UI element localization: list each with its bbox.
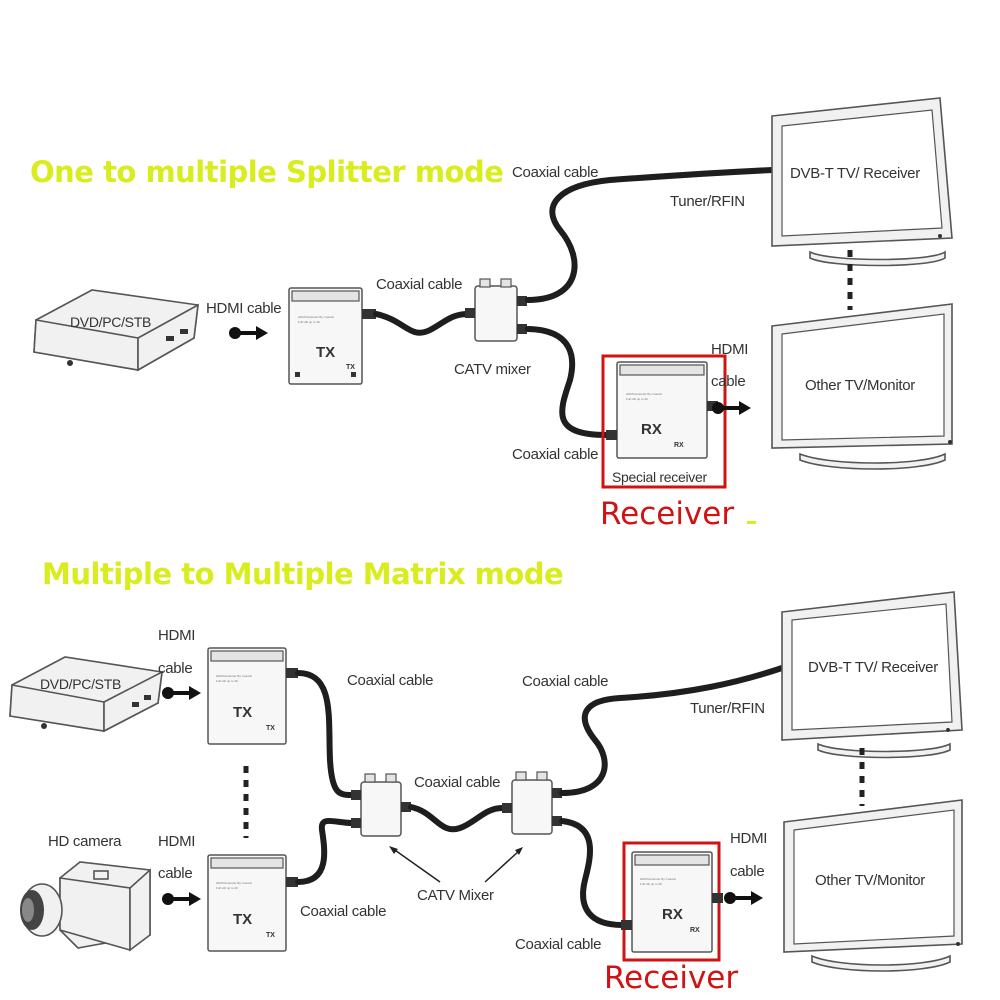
coax-label-3: Coaxial cable	[512, 446, 598, 463]
catv-mixer-1	[351, 773, 411, 837]
source-label: DVD/PC/STB	[70, 314, 151, 330]
special-receiver-label: Special receiver	[612, 469, 707, 485]
svg-text:Full HD up to 4K: Full HD up to 4K	[626, 397, 648, 401]
other-tv-bottom: Other TV/Monitor	[783, 799, 963, 972]
hdmi-cable-label: HDMI cable	[206, 300, 281, 317]
svg-text:Full HD up to 4K: Full HD up to 4K	[216, 886, 238, 890]
tv-1-label-2: DVB-T TV/ Receiver	[808, 659, 938, 676]
rx-label: RX	[641, 421, 662, 438]
hdmi-label-1a: HDMI	[158, 627, 195, 644]
tx-1-label: TX	[233, 704, 252, 721]
hdmi-arrow-icon	[229, 326, 268, 340]
dvd-pc-stb-device-2: DVD/PC/STB	[9, 656, 163, 733]
receiver-label-bottom: Receiver	[604, 960, 738, 996]
tuner-label-2: Tuner/RFIN	[690, 700, 765, 717]
svg-text:HDMI Extender By Coaxial: HDMI Extender By Coaxial	[298, 315, 334, 319]
svg-text:Full HD up to 4K: Full HD up to 4K	[640, 882, 662, 886]
receiver-highlight-box	[601, 354, 727, 489]
hdmi-out-label-2: cable	[711, 373, 745, 390]
tx-1-small-label: TX	[266, 725, 275, 732]
tx-label: TX	[316, 344, 335, 361]
tv-2-label: Other TV/Monitor	[805, 377, 915, 394]
coax-label-b5: Coaxial cable	[515, 936, 601, 953]
tx-2-small-label: TX	[266, 932, 275, 939]
rx-receiver-2: HDMI Extender By Coaxial Full HD up to 4…	[621, 841, 723, 962]
coax-label-b3: Coaxial cable	[414, 774, 500, 791]
hdmi-out-arrow-icon	[712, 401, 751, 415]
matrix-mode-title: Multiple to Multiple Matrix mode	[42, 557, 563, 591]
hdmi-label-1b: cable	[158, 660, 192, 677]
coax-label-b4: Coaxial cable	[522, 673, 608, 690]
dvb-t-tv-top: DVB-T TV/ Receiver	[771, 97, 953, 267]
camera-label: HD camera	[48, 833, 122, 850]
svg-text:HDMI Extender By Coaxial: HDMI Extender By Coaxial	[640, 877, 676, 881]
hdmi-arrow-icon-3	[162, 892, 201, 906]
rx-receiver: HDMI Extender By Coaxial Full HD up to 4…	[601, 354, 727, 489]
tx-transmitter-2: HDMI Extender By Coaxial Full HD up to 4…	[207, 647, 298, 745]
catv-mixer-label: CATV mixer	[454, 361, 531, 378]
rx-small-label: RX	[674, 442, 684, 449]
rx-label-2: RX	[662, 906, 683, 923]
tx-small-label: TX	[346, 364, 355, 371]
hdmi-out-label-b2: cable	[730, 863, 764, 880]
svg-text:Full HD up to 4K: Full HD up to 4K	[298, 320, 320, 324]
hdmi-label-2b: cable	[158, 865, 192, 882]
coax-label-1: Coaxial cable	[376, 276, 462, 293]
dvd-pc-stb-device: DVD/PC/STB	[33, 289, 199, 372]
svg-text:Full HD up to 4K: Full HD up to 4K	[216, 679, 238, 683]
hdmi-label-2a: HDMI	[158, 833, 195, 850]
tx-2-label: TX	[233, 911, 252, 928]
hdmi-out-label-b1: HDMI	[730, 830, 767, 847]
other-tv-top: Other TV/Monitor	[771, 303, 953, 470]
catv-mixer-2	[502, 771, 562, 835]
hdmi-arrow-icon-2	[162, 686, 201, 700]
rx-small-label-2: RX	[690, 927, 700, 934]
hdmi-out-label-1: HDMI	[711, 341, 748, 358]
tx-transmitter-3: HDMI Extender By Coaxial Full HD up to 4…	[207, 854, 298, 952]
svg-text:HDMI Extender By Coaxial: HDMI Extender By Coaxial	[626, 392, 662, 396]
hd-camera-device: HD camera	[20, 833, 151, 952]
catv-mixer	[465, 278, 527, 342]
dvb-t-tv-bottom: DVB-T TV/ Receiver	[781, 591, 963, 759]
coax-label-b1: Coaxial cable	[347, 672, 433, 689]
tx-transmitter: HDMI Extender By Coaxial Full HD up to 4…	[288, 287, 376, 385]
mixer-pointer-arrows	[389, 846, 523, 883]
hdmi-out-arrow-icon-2	[724, 891, 763, 905]
receiver-label-top: Receiver	[600, 496, 734, 532]
tv-2-label-2: Other TV/Monitor	[815, 872, 925, 889]
source-label-2: DVD/PC/STB	[40, 676, 121, 692]
coax-label-b2: Coaxial cable	[300, 903, 386, 920]
svg-text:HDMI Extender By Coaxial: HDMI Extender By Coaxial	[216, 674, 252, 678]
svg-text:HDMI Extender By Coaxial: HDMI Extender By Coaxial	[216, 881, 252, 885]
coax-label-2: Coaxial cable	[512, 164, 598, 181]
catv-mixer-label-2: CATV Mixer	[417, 887, 494, 904]
tuner-label: Tuner/RFIN	[670, 193, 745, 210]
tv-1-label: DVB-T TV/ Receiver	[790, 165, 920, 182]
splitter-mode-title: One to multiple Splitter mode	[30, 155, 503, 189]
